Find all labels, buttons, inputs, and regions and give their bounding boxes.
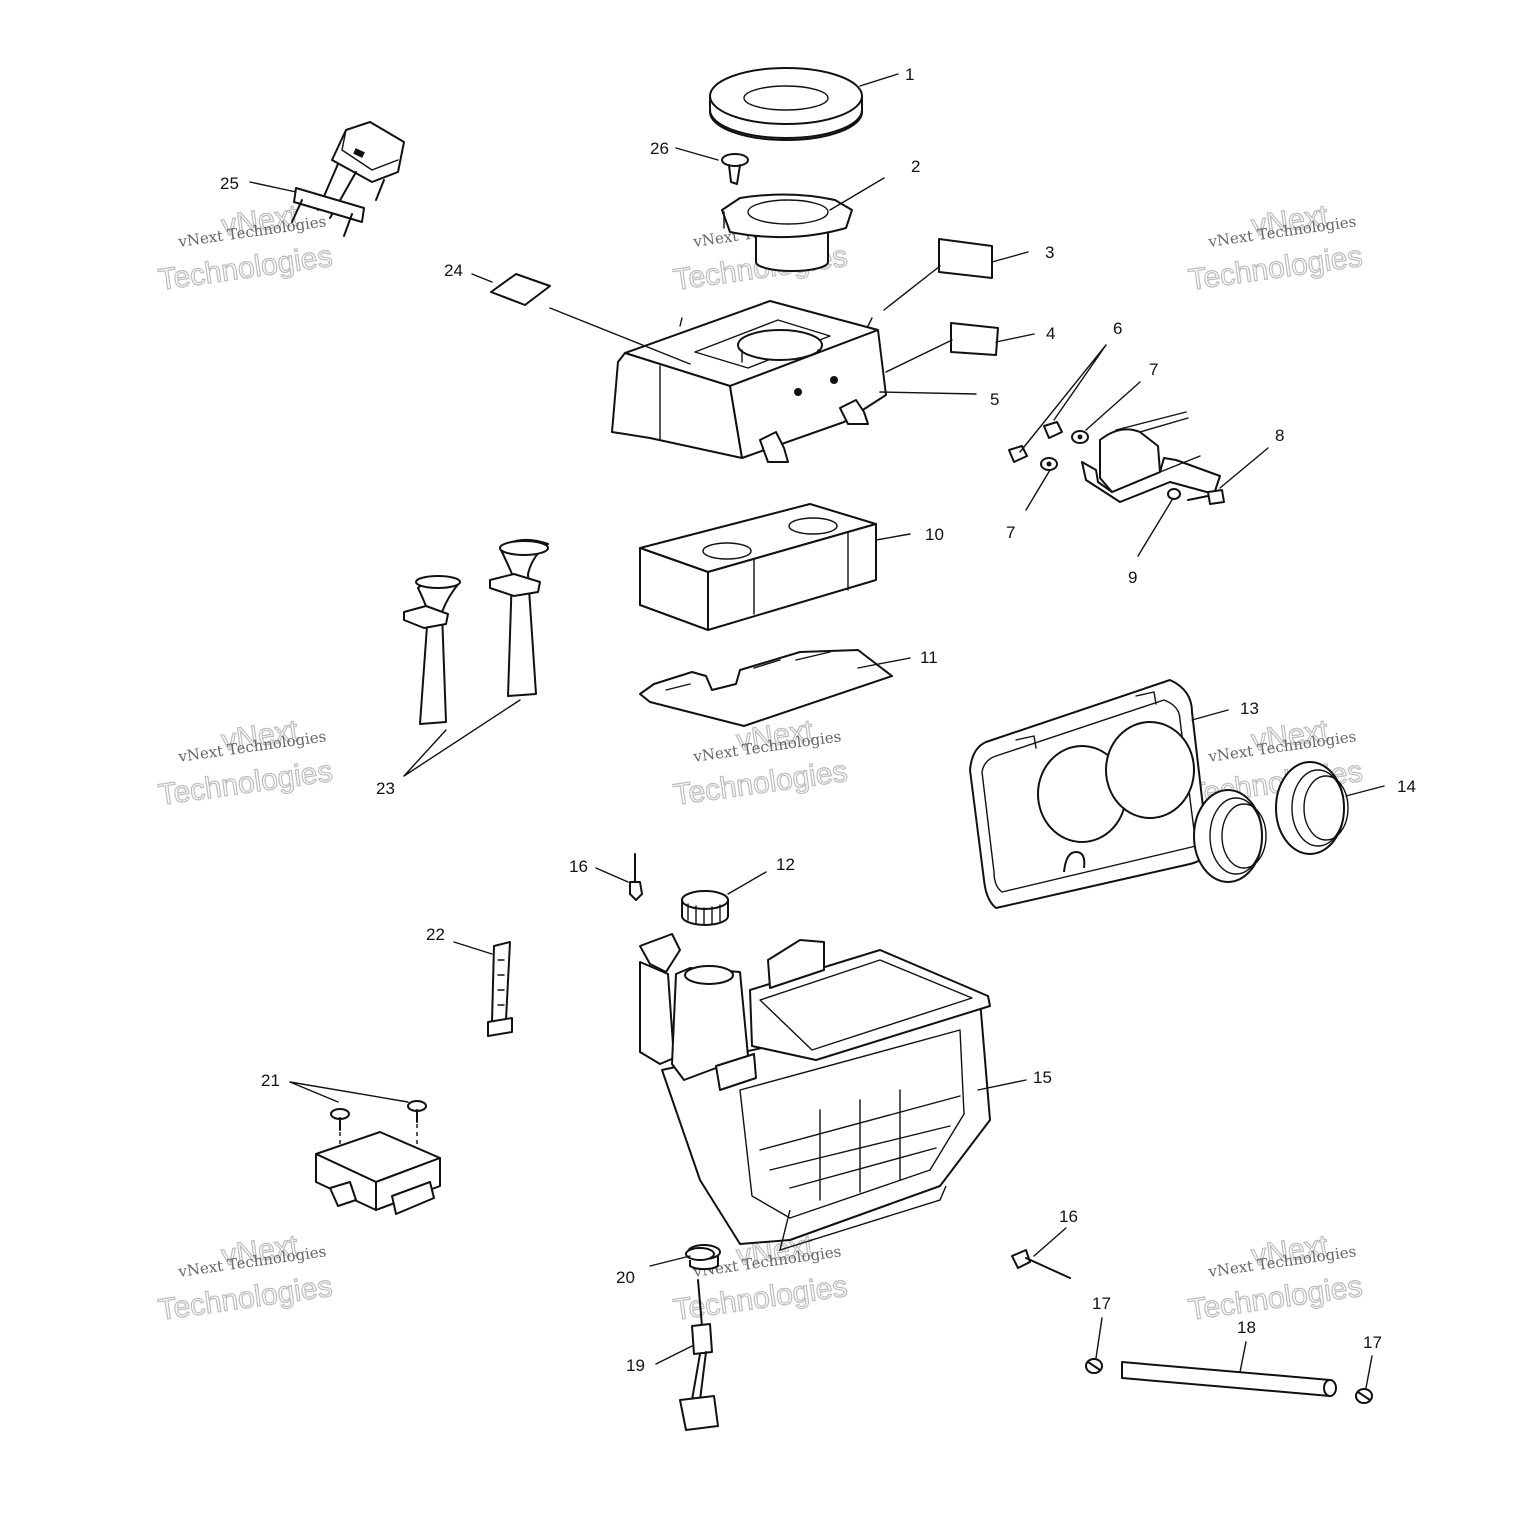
part-13-airbox-lid <box>969 679 1209 909</box>
callout-10: 10 <box>925 525 944 544</box>
part-9-washer <box>1167 488 1181 500</box>
callout-8: 8 <box>1275 426 1284 445</box>
part-16-rivet-top <box>629 853 643 901</box>
watermark-mid-left: vNext vNext Technologies Technologies <box>156 714 335 813</box>
part-1-foam-ring <box>709 67 863 141</box>
part-8-bolt <box>1187 489 1225 505</box>
part-18-hose <box>1121 1361 1337 1397</box>
callout-16a: 16 <box>569 857 588 876</box>
callout-25: 25 <box>220 174 239 193</box>
part-15-airbox-base <box>639 933 991 1271</box>
part-10-foam-filter <box>639 503 877 631</box>
callout-17b: 17 <box>1363 1333 1382 1352</box>
leader-lines <box>249 73 1385 1389</box>
callout-1: 1 <box>905 65 914 84</box>
part-6-grommets <box>1008 421 1063 463</box>
watermark-mid-center: vNext vNext Technologies Technologies <box>671 714 850 813</box>
part-14-intake-boots <box>1193 761 1349 883</box>
part-16-rivet-bottom <box>1011 1249 1071 1279</box>
watermark-top-right: vNext vNext Technologies Technologies <box>1186 199 1365 298</box>
callout-4: 4 <box>1046 324 1055 343</box>
callout-13: 13 <box>1240 699 1259 718</box>
callout-15: 15 <box>1033 1068 1052 1087</box>
callout-3: 3 <box>1045 243 1054 262</box>
callout-26: 26 <box>650 139 669 158</box>
part-2-intake-adapter <box>721 193 853 272</box>
callout-2: 2 <box>911 157 920 176</box>
callout-14: 14 <box>1397 777 1416 796</box>
callout-5: 5 <box>990 390 999 409</box>
part-5-airbox-cover <box>611 300 887 463</box>
callout-19: 19 <box>626 1356 645 1375</box>
callout-22: 22 <box>426 925 445 944</box>
part-17-clamp-left <box>1085 1358 1103 1374</box>
part-21-screws <box>330 1100 427 1156</box>
part-24-decal <box>490 273 551 306</box>
part-22-strap <box>487 941 513 1037</box>
watermark-top-left: vNext vNext Technologies Technologies <box>156 199 335 298</box>
part-7-washers <box>1040 430 1089 471</box>
callout-7a: 7 <box>1149 360 1158 379</box>
part-17-clamp-right <box>1355 1388 1373 1404</box>
part-25-connector <box>291 121 405 237</box>
callout-12: 12 <box>776 855 795 874</box>
callout-24: 24 <box>444 261 463 280</box>
callout-9: 9 <box>1128 568 1137 587</box>
part-26-push-pin <box>721 153 749 185</box>
callout-7b: 7 <box>1006 523 1015 542</box>
part-12-reservoir-cap <box>681 890 729 926</box>
part-23-velocity-stacks <box>403 538 549 725</box>
part-19-sensor <box>679 1279 719 1431</box>
callout-6: 6 <box>1113 319 1122 338</box>
watermark-bottom-left: vNext vNext Technologies Technologies <box>156 1229 335 1328</box>
part-20-grommet <box>685 1247 715 1261</box>
callout-16b: 16 <box>1059 1207 1078 1226</box>
callout-21: 21 <box>261 1071 280 1090</box>
callout-20: 20 <box>616 1268 635 1287</box>
part-11-gasket <box>639 649 893 727</box>
callout-17a: 17 <box>1092 1294 1111 1313</box>
callout-18: 18 <box>1237 1318 1256 1337</box>
callout-23: 23 <box>376 779 395 798</box>
part-coil-bracket <box>1081 411 1221 503</box>
watermark-bottom-right: vNext vNext Technologies Technologies <box>1186 1229 1365 1328</box>
part-4-decal <box>950 322 999 356</box>
callout-11: 11 <box>920 648 938 667</box>
part-cdi-module <box>315 1131 441 1215</box>
part-3-decal <box>938 238 993 279</box>
